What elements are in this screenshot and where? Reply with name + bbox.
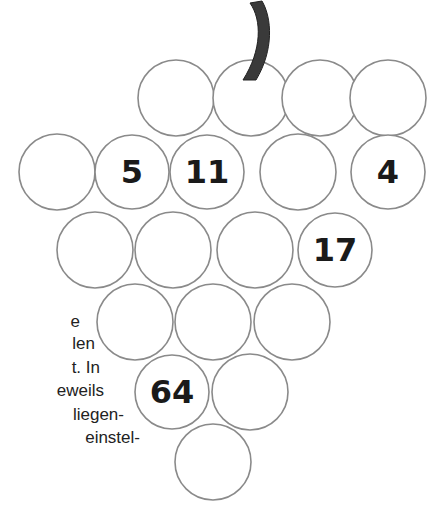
berry-number: 11 — [185, 156, 230, 188]
berry-number: 4 — [377, 156, 399, 188]
berry-number: 5 — [121, 156, 143, 188]
grape-number-berry: 4 — [350, 134, 426, 210]
text-fragment: len — [72, 334, 95, 354]
grape-number-berry: 5 — [94, 134, 170, 210]
grape-number-berry: 64 — [134, 354, 210, 430]
grape-berry — [350, 60, 426, 136]
grape-berry — [282, 60, 358, 136]
text-fragment: eweils — [57, 381, 104, 401]
text-fragment: liegen- — [73, 405, 124, 425]
grape-berry — [95, 135, 169, 209]
grape-berry — [298, 213, 372, 287]
grape-berry — [97, 284, 173, 360]
grape-berry — [175, 284, 251, 360]
grape-number-berry: 11 — [169, 134, 245, 210]
grape-berry — [135, 212, 211, 288]
grape-number-berry: 17 — [297, 212, 373, 288]
grape-berry — [19, 134, 95, 210]
grape-berry — [138, 60, 214, 136]
berry-number: 17 — [313, 234, 358, 266]
grape-berry — [254, 284, 330, 360]
grape-berry — [212, 354, 288, 430]
grape-berry — [57, 212, 133, 288]
grape-berry — [351, 135, 425, 209]
berry-number: 64 — [150, 376, 195, 408]
text-fragment: t. In — [72, 358, 100, 378]
grape-berry — [217, 212, 293, 288]
grape-berry — [170, 135, 244, 209]
grape-berry — [135, 355, 209, 429]
grape-berry — [175, 424, 251, 500]
text-fragment: e — [71, 312, 80, 332]
text-fragment: einstel- — [85, 428, 140, 448]
grape-berry — [260, 134, 336, 210]
grape-stem — [243, 1, 270, 80]
